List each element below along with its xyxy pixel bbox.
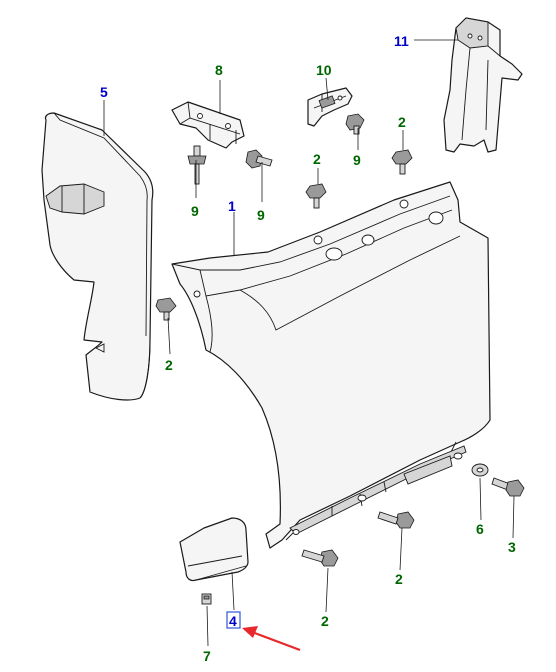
- bolt-9-bracket-10[interactable]: [345, 113, 365, 135]
- bolt-2-bottom-right[interactable]: [377, 511, 415, 529]
- callout-9-left: 9: [191, 203, 199, 219]
- bolt-3[interactable]: [491, 477, 525, 497]
- callout-9-right: 9: [257, 207, 265, 223]
- callout-8: 8: [215, 62, 223, 78]
- callout-1: 1: [228, 198, 236, 214]
- callout-2-top-right: 2: [398, 114, 406, 130]
- callout-7: 7: [203, 648, 211, 664]
- highlight-box-4: [226, 611, 241, 629]
- callout-9-bracket: 9: [353, 152, 361, 168]
- callout-4: 4: [229, 613, 237, 629]
- callout-2-bottom-right: 2: [395, 571, 403, 587]
- part-11-pillar-bracket[interactable]: [443, 17, 523, 153]
- callout-2-left: 2: [165, 357, 173, 373]
- callout-labels: 1 5 11 4 8 10 9 9 9 2 2 2 2 2 6 3 7: [100, 33, 516, 664]
- callout-2-top-left: 2: [313, 151, 321, 167]
- callout-6: 6: [476, 521, 484, 537]
- bolt-9-right[interactable]: [245, 149, 273, 169]
- part-1-quarter-panel[interactable]: [171, 181, 491, 549]
- bolt-9-left[interactable]: [187, 145, 207, 185]
- callout-5: 5: [100, 84, 108, 100]
- bolt-2-bottom-middle[interactable]: [301, 549, 339, 567]
- callout-3: 3: [508, 539, 516, 555]
- callout-2-bottom-mid: 2: [321, 613, 329, 629]
- part-7-clip[interactable]: [201, 593, 212, 605]
- leader-lines: [103, 39, 515, 647]
- part-8-upper-bracket[interactable]: [171, 101, 245, 149]
- part-10-small-bracket[interactable]: [307, 87, 353, 127]
- washer-6[interactable]: [471, 463, 489, 477]
- bolt-2-left[interactable]: [155, 297, 177, 321]
- bolt-2-top-right[interactable]: [391, 149, 413, 175]
- bolt-2-top-left[interactable]: [305, 183, 327, 209]
- callout-11: 11: [394, 33, 409, 49]
- part-5-liner-panel[interactable]: [41, 112, 154, 401]
- pointer-arrow: [242, 626, 301, 652]
- callout-10: 10: [316, 62, 332, 78]
- part-4-cover-piece[interactable]: [179, 517, 249, 582]
